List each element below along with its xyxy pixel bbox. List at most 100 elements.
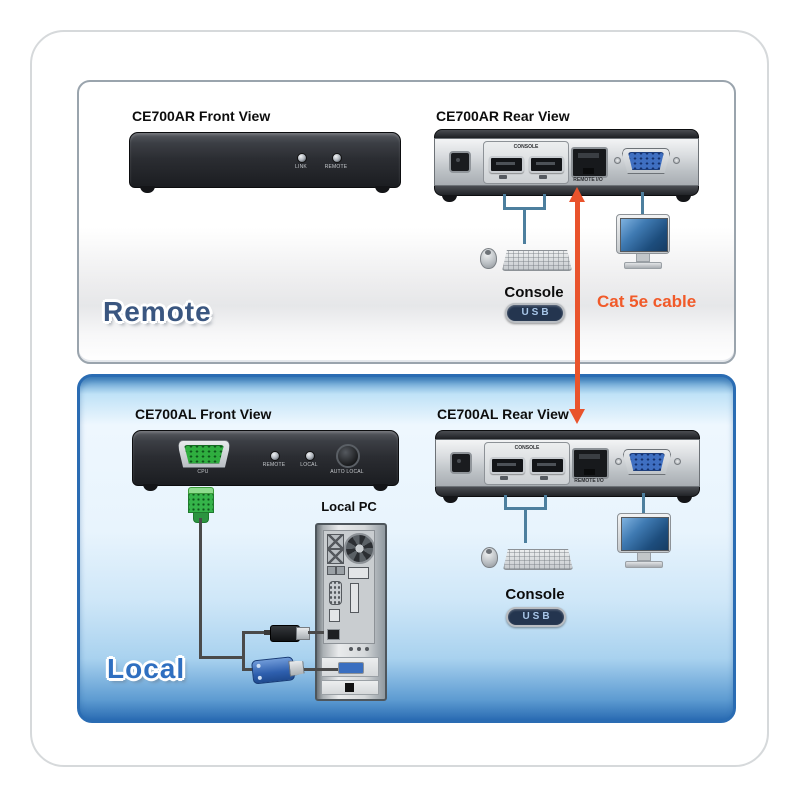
remote-io-rj45-port — [571, 147, 608, 178]
mouse-icon — [481, 547, 498, 568]
device-top-edge — [435, 430, 700, 439]
vga-screw — [615, 458, 622, 465]
kvm-cable — [242, 631, 266, 634]
vga-port-face — [629, 453, 665, 471]
ce700ar-rear-device: CONSOLE REMOTE I/O — [434, 129, 699, 202]
remote-front-title: CE700AR Front View — [132, 108, 271, 124]
cat5e-cable-label: Cat 5e cable — [597, 292, 697, 311]
local-pc-label: Local PC — [321, 499, 377, 514]
kvm-cable — [242, 631, 245, 671]
vga-card-slot — [321, 657, 379, 677]
device-bottom-edge — [435, 487, 700, 497]
local-rear-title: CE700AL Rear View — [437, 406, 569, 422]
remote-led — [332, 153, 342, 163]
keyboard-icon — [502, 250, 572, 271]
remote-io-label: REMOTE I/O — [574, 478, 604, 484]
expansion-slot — [350, 583, 359, 613]
ps2-port — [327, 566, 336, 575]
remote-io-rj45-port — [572, 448, 609, 479]
power-jack — [449, 151, 471, 173]
kvm-cable — [242, 668, 256, 671]
device-rear-body: CONSOLE REMOTE I/O — [434, 138, 699, 186]
cpu-port-label: CPU — [197, 469, 209, 475]
remote-usb-badge: USB — [505, 303, 565, 323]
console-port-recess: CONSOLE — [484, 442, 570, 485]
arrow-up-head — [569, 187, 585, 202]
vga-screw — [674, 458, 681, 465]
local-led — [305, 451, 315, 461]
device-rear-body: CONSOLE REMOTE I/O — [435, 439, 700, 487]
kvm-cable — [199, 656, 245, 659]
device-foot — [140, 186, 155, 193]
kvm-cable — [199, 518, 202, 659]
remote-rear-title: CE700AR Rear View — [436, 108, 570, 124]
vga-screw — [614, 157, 621, 164]
pc-vga-port — [338, 662, 364, 674]
link-led — [297, 153, 307, 163]
monitor-neck — [637, 553, 651, 561]
keyboard-icon — [503, 549, 573, 570]
monitor-icon — [613, 214, 673, 269]
console-line — [523, 207, 526, 244]
monitor-frame — [617, 513, 671, 553]
power-jack — [450, 452, 472, 474]
vga-monitor-port — [622, 148, 670, 174]
monitor-icon — [614, 513, 674, 568]
device-foot — [676, 195, 691, 202]
monitor-line — [641, 192, 644, 216]
local-led-label: LOCAL — [300, 462, 318, 468]
pc-usb-port — [327, 629, 340, 640]
keyboard-port-icon — [539, 175, 547, 179]
kvm-cable — [304, 668, 338, 671]
local-panel: CE700AL Front View CPU REMOTE LOCAL AUTO… — [77, 374, 736, 723]
device-foot — [677, 496, 692, 503]
green-connector-body — [188, 494, 214, 513]
local-front-title: CE700AL Front View — [135, 406, 272, 422]
kvm-cable — [308, 631, 324, 634]
mouse-port-icon — [499, 175, 507, 179]
device-foot — [442, 195, 457, 202]
vga-port-face — [628, 152, 664, 170]
ce700al-front-device: CPU REMOTE LOCAL AUTO LOCAL — [132, 430, 399, 491]
remote-console-label: Console — [504, 284, 564, 301]
remote-badge: Remote — [103, 296, 212, 327]
device-bottom-edge — [434, 186, 699, 196]
monitor-neck — [636, 254, 650, 262]
keyboard-port-icon — [540, 476, 548, 480]
io-port — [329, 609, 340, 622]
pc-back-panel — [323, 530, 375, 644]
console-port-recess: CONSOLE — [483, 141, 569, 184]
usb-cable-connector — [264, 625, 310, 642]
device-top-edge — [434, 129, 699, 138]
usb-console-port-1 — [490, 457, 525, 474]
arrow-down-head — [569, 409, 585, 424]
local-usb-badge: USB — [506, 607, 566, 627]
usb-console-port-2 — [529, 156, 564, 173]
cat5e-cable-arrow — [569, 187, 586, 424]
monitor-screen — [621, 517, 669, 551]
vga-connector-tip — [288, 659, 305, 676]
local-pc-tower — [315, 523, 387, 701]
ps2-port — [336, 566, 345, 575]
usb-connector-cable — [264, 630, 272, 635]
vga-connector-body — [250, 656, 296, 685]
remote-led-label: REMOTE — [324, 164, 348, 170]
monitor-line — [642, 493, 645, 515]
vga-cable-connector — [248, 650, 305, 687]
vga-screw — [673, 157, 680, 164]
serial-port — [329, 581, 342, 605]
usb-console-port-2 — [530, 457, 565, 474]
monitor-frame — [616, 214, 670, 254]
vga-monitor-port — [623, 449, 671, 475]
console-line — [504, 495, 507, 509]
local-badge: Local — [107, 653, 186, 684]
device-foot — [143, 484, 158, 491]
usb-console-port-1 — [489, 156, 524, 173]
cpu-port-face — [184, 444, 224, 464]
console-line — [503, 194, 506, 209]
remote-panel: CE700AR Front View LINK REMOTE CE700AR R… — [77, 80, 736, 364]
monitor-base — [624, 262, 662, 269]
device-foot — [443, 496, 458, 503]
console-line — [524, 507, 527, 543]
